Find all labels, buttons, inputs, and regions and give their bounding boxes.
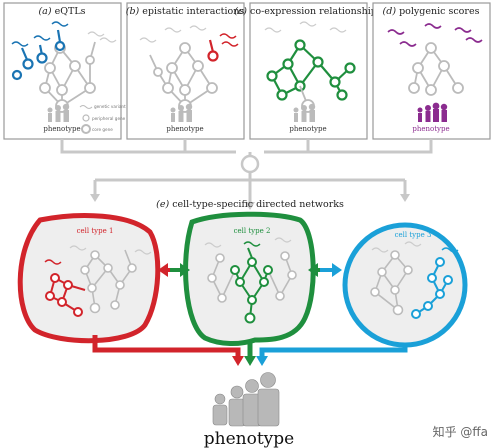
legend-variant: genetic variant	[94, 104, 126, 109]
panel-b-phenotype: phenotype	[166, 125, 203, 133]
arrows-to-phenotype	[92, 335, 408, 358]
main-phenotype-label: phenotype	[204, 429, 294, 448]
section-e-title: (e) cell-type-specific directed networks	[156, 199, 344, 210]
bidirectional-arrow-2-3	[308, 263, 342, 277]
panel-a-phenotype: phenotype	[43, 125, 80, 133]
cell-type-3: cell type 3	[342, 222, 468, 348]
legend: genetic variant peripheral gene core gen…	[79, 104, 126, 134]
panel-d: (d) polygenic scores phenotype	[372, 2, 491, 140]
panel-c: (c) co-expression relationships phenotyp…	[234, 2, 382, 140]
cell-type-2: cell type 2	[183, 211, 316, 346]
panel-c-phenotype: phenotype	[289, 125, 326, 133]
panel-d-phenotype: phenotype	[412, 125, 449, 133]
panel-a: (a) eQTLs phenotype	[3, 2, 126, 140]
people-icon	[212, 372, 280, 427]
cell-type-3-label: cell type 3	[395, 231, 432, 239]
watermark: 知乎 @ffa	[433, 425, 488, 439]
panel-c-title: (c) co-expression relationships	[234, 6, 382, 17]
panel-d-title: (d) polygenic scores	[383, 6, 480, 17]
legend-peripheral: peripheral gene	[92, 116, 126, 121]
panel-b-title: (b) epistatic interactions	[126, 6, 245, 17]
legend-core: core gene	[92, 127, 113, 132]
panel-b: (b) epistatic interactions phenotype	[126, 2, 245, 140]
panel-connectors	[60, 139, 433, 204]
cell-type-2-label: cell type 2	[234, 227, 271, 235]
cell-type-1-label: cell type 1	[77, 227, 114, 235]
bidirectional-arrow-1-2	[158, 263, 190, 277]
panel-a-title: (a) eQTLs	[38, 6, 85, 17]
cell-type-1: cell type 1	[17, 213, 161, 344]
